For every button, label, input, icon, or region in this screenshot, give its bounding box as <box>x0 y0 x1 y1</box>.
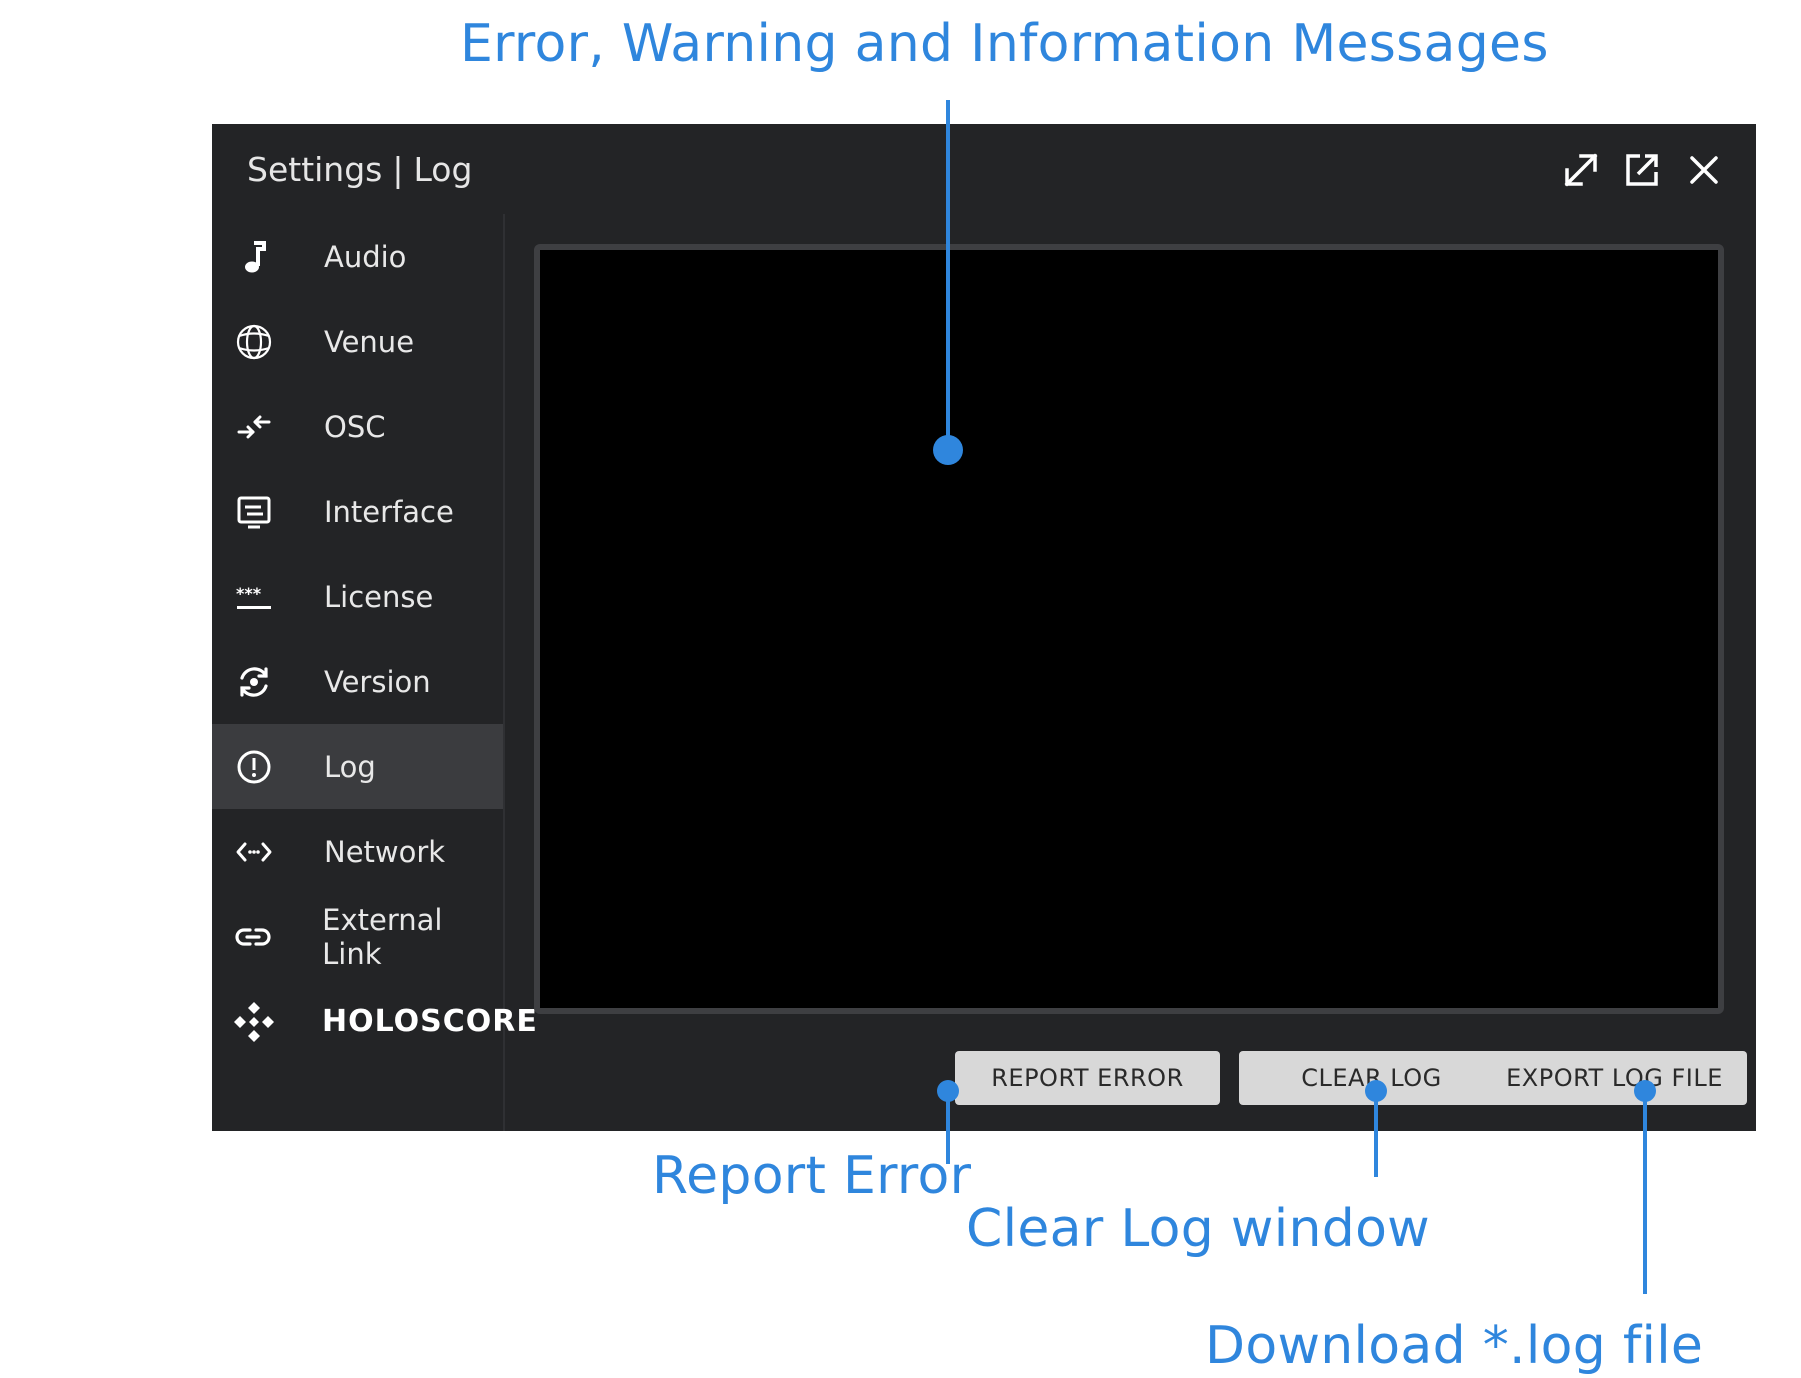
sidebar-item-label: OSC <box>324 409 386 444</box>
title-section: Settings <box>247 150 383 189</box>
music-note-icon <box>232 235 276 279</box>
holoscore-logo-icon <box>232 1000 276 1044</box>
expand-icon <box>1564 153 1598 187</box>
sidebar-item-venue[interactable]: Venue <box>212 299 503 384</box>
popout-icon <box>1626 154 1658 186</box>
sidebar-item-label: Version <box>324 664 431 699</box>
sidebar-item-label: Network <box>324 834 446 869</box>
code-arrows-icon <box>232 830 276 874</box>
svg-text:***: *** <box>236 584 262 603</box>
password-icon: *** <box>232 575 276 619</box>
callout-line-download <box>1643 1090 1647 1294</box>
sidebar-item-label: License <box>324 579 434 614</box>
popout-button[interactable] <box>1620 148 1664 192</box>
refresh-icon <box>232 660 276 704</box>
globe-icon <box>232 320 276 364</box>
annotation-report-error: Report Error <box>652 1146 972 1206</box>
sidebar-item-label: Log <box>324 749 376 784</box>
sidebar-item-audio[interactable]: Audio <box>212 214 503 299</box>
title-page: Log <box>413 150 473 189</box>
sidebar-item-interface[interactable]: Interface <box>212 469 503 554</box>
sidebar-item-log[interactable]: Log <box>212 724 503 809</box>
link-icon <box>232 915 274 959</box>
brand-logo: HOLOSCORE <box>212 979 537 1064</box>
sidebar-item-osc[interactable]: OSC <box>212 384 503 469</box>
callout-dot-clear-log <box>1365 1080 1387 1102</box>
title-separator: | <box>392 150 404 189</box>
monitor-icon <box>232 490 276 534</box>
sidebar-item-network[interactable]: Network <box>212 809 503 894</box>
callout-dot-report-error <box>937 1080 959 1102</box>
sidebar-item-version[interactable]: Version <box>212 639 503 724</box>
alert-circle-icon <box>232 745 276 789</box>
brand-name: HOLOSCORE <box>322 1004 538 1039</box>
close-button[interactable] <box>1682 148 1726 192</box>
settings-window: Settings|Log <box>212 124 1756 1131</box>
expand-button[interactable] <box>1559 148 1603 192</box>
sidebar-item-label: Venue <box>324 324 415 359</box>
annotation-clear-log: Clear Log window <box>966 1199 1431 1259</box>
callout-line-report-error <box>946 1090 950 1164</box>
annotation-download: Download *.log file <box>1205 1316 1704 1376</box>
close-icon <box>1690 156 1718 184</box>
settings-sidebar: Audio Venue OSC Interface *** License <box>212 214 537 1131</box>
sidebar-item-label: External Link <box>322 902 443 971</box>
log-output-area[interactable] <box>534 244 1724 1014</box>
sidebar-item-license[interactable]: *** License <box>212 554 503 639</box>
arrows-exchange-icon <box>232 405 276 449</box>
annotation-messages: Error, Warning and Information Messages <box>460 14 1549 74</box>
callout-dot-messages <box>933 435 963 465</box>
sidebar-item-label: Audio <box>324 239 407 274</box>
callout-line-clear-log <box>1374 1090 1378 1177</box>
sidebar-item-label: Interface <box>324 494 454 529</box>
export-log-file-button[interactable]: EXPORT LOG FILE <box>1482 1051 1747 1105</box>
report-error-button[interactable]: REPORT ERROR <box>955 1051 1220 1105</box>
callout-line-messages <box>946 100 950 448</box>
sidebar-item-external-link[interactable]: External Link <box>212 894 503 979</box>
callout-dot-download <box>1634 1080 1656 1102</box>
window-title: Settings|Log <box>247 150 472 189</box>
